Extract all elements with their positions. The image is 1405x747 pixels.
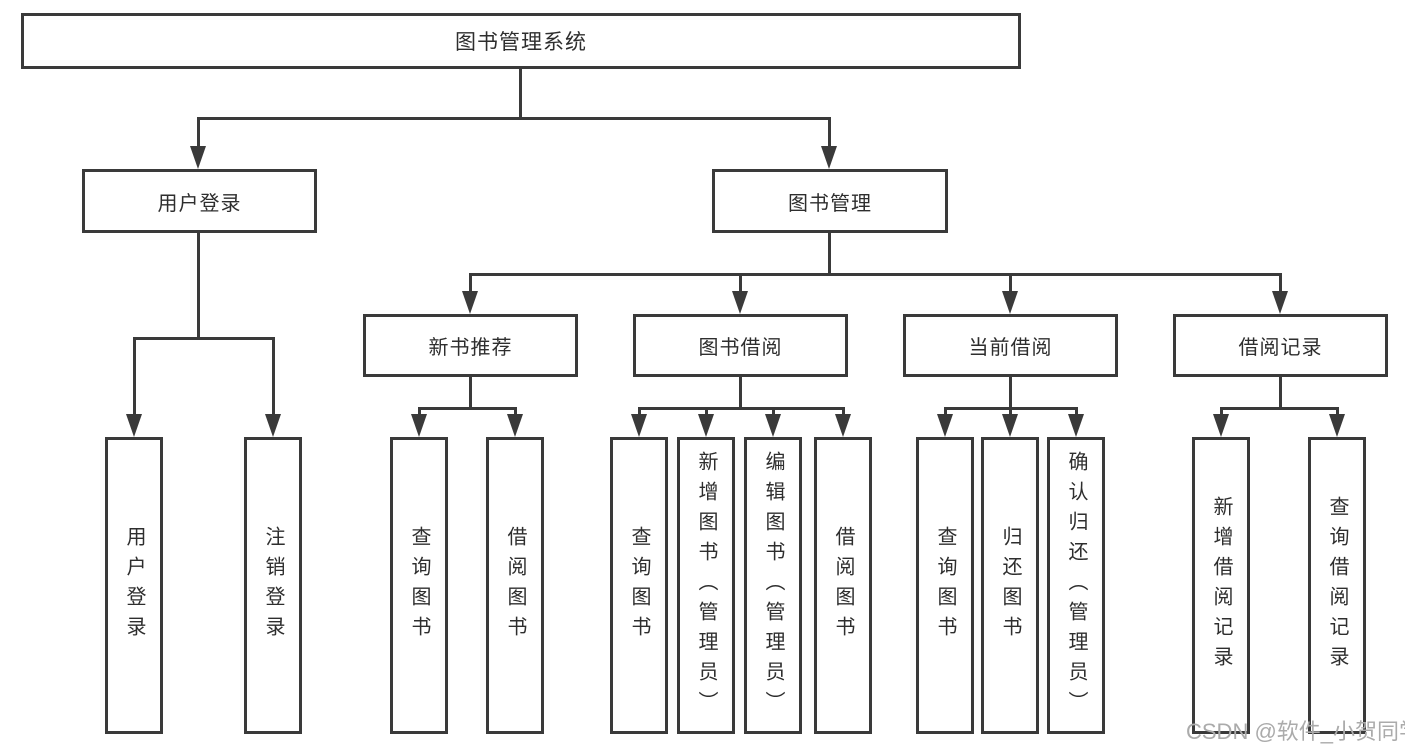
node-label: 当前借阅	[968, 337, 1053, 359]
arrowhead	[1068, 414, 1084, 437]
connector-line	[1220, 407, 1223, 417]
arrowhead	[631, 414, 647, 437]
node-user-login: 用户登录	[82, 169, 317, 233]
connector-line	[739, 273, 742, 293]
arrowhead	[732, 291, 748, 314]
node-library-management-system: 图书管理系统	[21, 13, 1021, 69]
leaf-current-return-books: 归还图书	[981, 437, 1039, 734]
connector-line	[519, 69, 522, 120]
leaf-label: 归还图书	[999, 525, 1021, 646]
arrowhead	[190, 146, 206, 169]
node-borrowing-records: 借阅记录	[1173, 314, 1388, 377]
connector-line	[638, 407, 641, 417]
arrowhead	[1272, 291, 1288, 314]
arrowhead	[765, 414, 781, 437]
leaf-label: 查询图书	[628, 525, 650, 646]
connector-line	[1075, 407, 1078, 417]
arrowhead	[1002, 291, 1018, 314]
leaf-records-add-record: 新增借阅记录	[1192, 437, 1250, 734]
node-book-management: 图书管理	[712, 169, 948, 233]
connector-line	[944, 407, 947, 417]
connector-line	[739, 377, 742, 410]
leaf-current-confirm-return-admin: 确认归还（管理员）	[1047, 437, 1105, 734]
arrowhead	[1213, 414, 1229, 437]
connector-line	[197, 117, 200, 150]
leaf-recommend-borrow-books: 借阅图书	[486, 437, 544, 734]
connector-line	[197, 117, 831, 120]
arrowhead	[698, 414, 714, 437]
leaf-label: 编辑图书（管理员）	[762, 450, 784, 721]
leaf-records-query-record: 查询借阅记录	[1308, 437, 1366, 734]
connector-line	[133, 337, 136, 417]
leaf-borrowing-borrow-books: 借阅图书	[814, 437, 872, 734]
leaf-label: 新增借阅记录	[1210, 495, 1232, 676]
arrowhead	[1002, 414, 1018, 437]
connector-line	[828, 233, 831, 276]
connector-line	[1279, 273, 1282, 293]
leaf-label: 新增图书（管理员）	[695, 450, 717, 721]
connector-line	[469, 273, 472, 293]
node-label: 图书借阅	[698, 337, 783, 359]
connector-line	[197, 233, 200, 340]
leaf-label: 查询图书	[934, 525, 956, 646]
connector-line	[828, 117, 831, 150]
connector-line	[772, 407, 775, 417]
leaf-label: 确认归还（管理员）	[1065, 450, 1087, 721]
connector-line	[638, 407, 845, 410]
arrowhead	[411, 414, 427, 437]
connector-line	[418, 407, 421, 417]
leaf-label: 查询借阅记录	[1326, 495, 1348, 676]
leaf-label: 借阅图书	[504, 525, 526, 646]
connector-line	[418, 407, 517, 410]
csdn-watermark: CSDN @软件_小贺同学	[1186, 719, 1405, 744]
leaf-label: 用户登录	[123, 525, 145, 646]
arrowhead	[462, 291, 478, 314]
connector-line	[133, 337, 275, 340]
connector-line	[1009, 407, 1012, 417]
leaf-current-query-books: 查询图书	[916, 437, 974, 734]
connector-line	[842, 407, 845, 417]
leaf-user-login: 用户登录	[105, 437, 163, 734]
arrowhead	[835, 414, 851, 437]
connector-line	[705, 407, 708, 417]
arrowhead	[1329, 414, 1345, 437]
connector-line	[1009, 377, 1012, 410]
node-label: 借阅记录	[1238, 337, 1323, 359]
arrowhead	[126, 414, 142, 437]
arrowhead	[507, 414, 523, 437]
node-book-borrowing: 图书借阅	[633, 314, 848, 377]
node-label: 图书管理	[788, 192, 872, 215]
connector-line	[514, 407, 517, 417]
leaf-borrowing-query-books: 查询图书	[610, 437, 668, 734]
connector-line	[1279, 377, 1282, 410]
arrowhead	[821, 146, 837, 169]
node-label: 用户登录	[157, 192, 242, 215]
connector-line	[1009, 273, 1012, 293]
node-new-book-recommend: 新书推荐	[363, 314, 578, 377]
leaf-label: 注销登录	[262, 525, 284, 646]
leaf-label: 借阅图书	[832, 525, 854, 646]
connector-line	[1220, 407, 1339, 410]
arrowhead	[265, 414, 281, 437]
leaf-label: 查询图书	[408, 525, 430, 646]
connector-line	[1336, 407, 1339, 417]
node-label: 新书推荐	[428, 337, 513, 359]
connector-line	[469, 273, 1282, 276]
leaf-recommend-query-books: 查询图书	[390, 437, 448, 734]
leaf-logout: 注销登录	[244, 437, 302, 734]
node-label: 图书管理系统	[455, 31, 587, 54]
leaf-borrowing-edit-books-admin: 编辑图书（管理员）	[744, 437, 802, 734]
connector-line	[469, 377, 472, 410]
connector-line	[272, 337, 275, 417]
arrowhead	[937, 414, 953, 437]
node-current-borrowing: 当前借阅	[903, 314, 1118, 377]
leaf-borrowing-add-books-admin: 新增图书（管理员）	[677, 437, 735, 734]
